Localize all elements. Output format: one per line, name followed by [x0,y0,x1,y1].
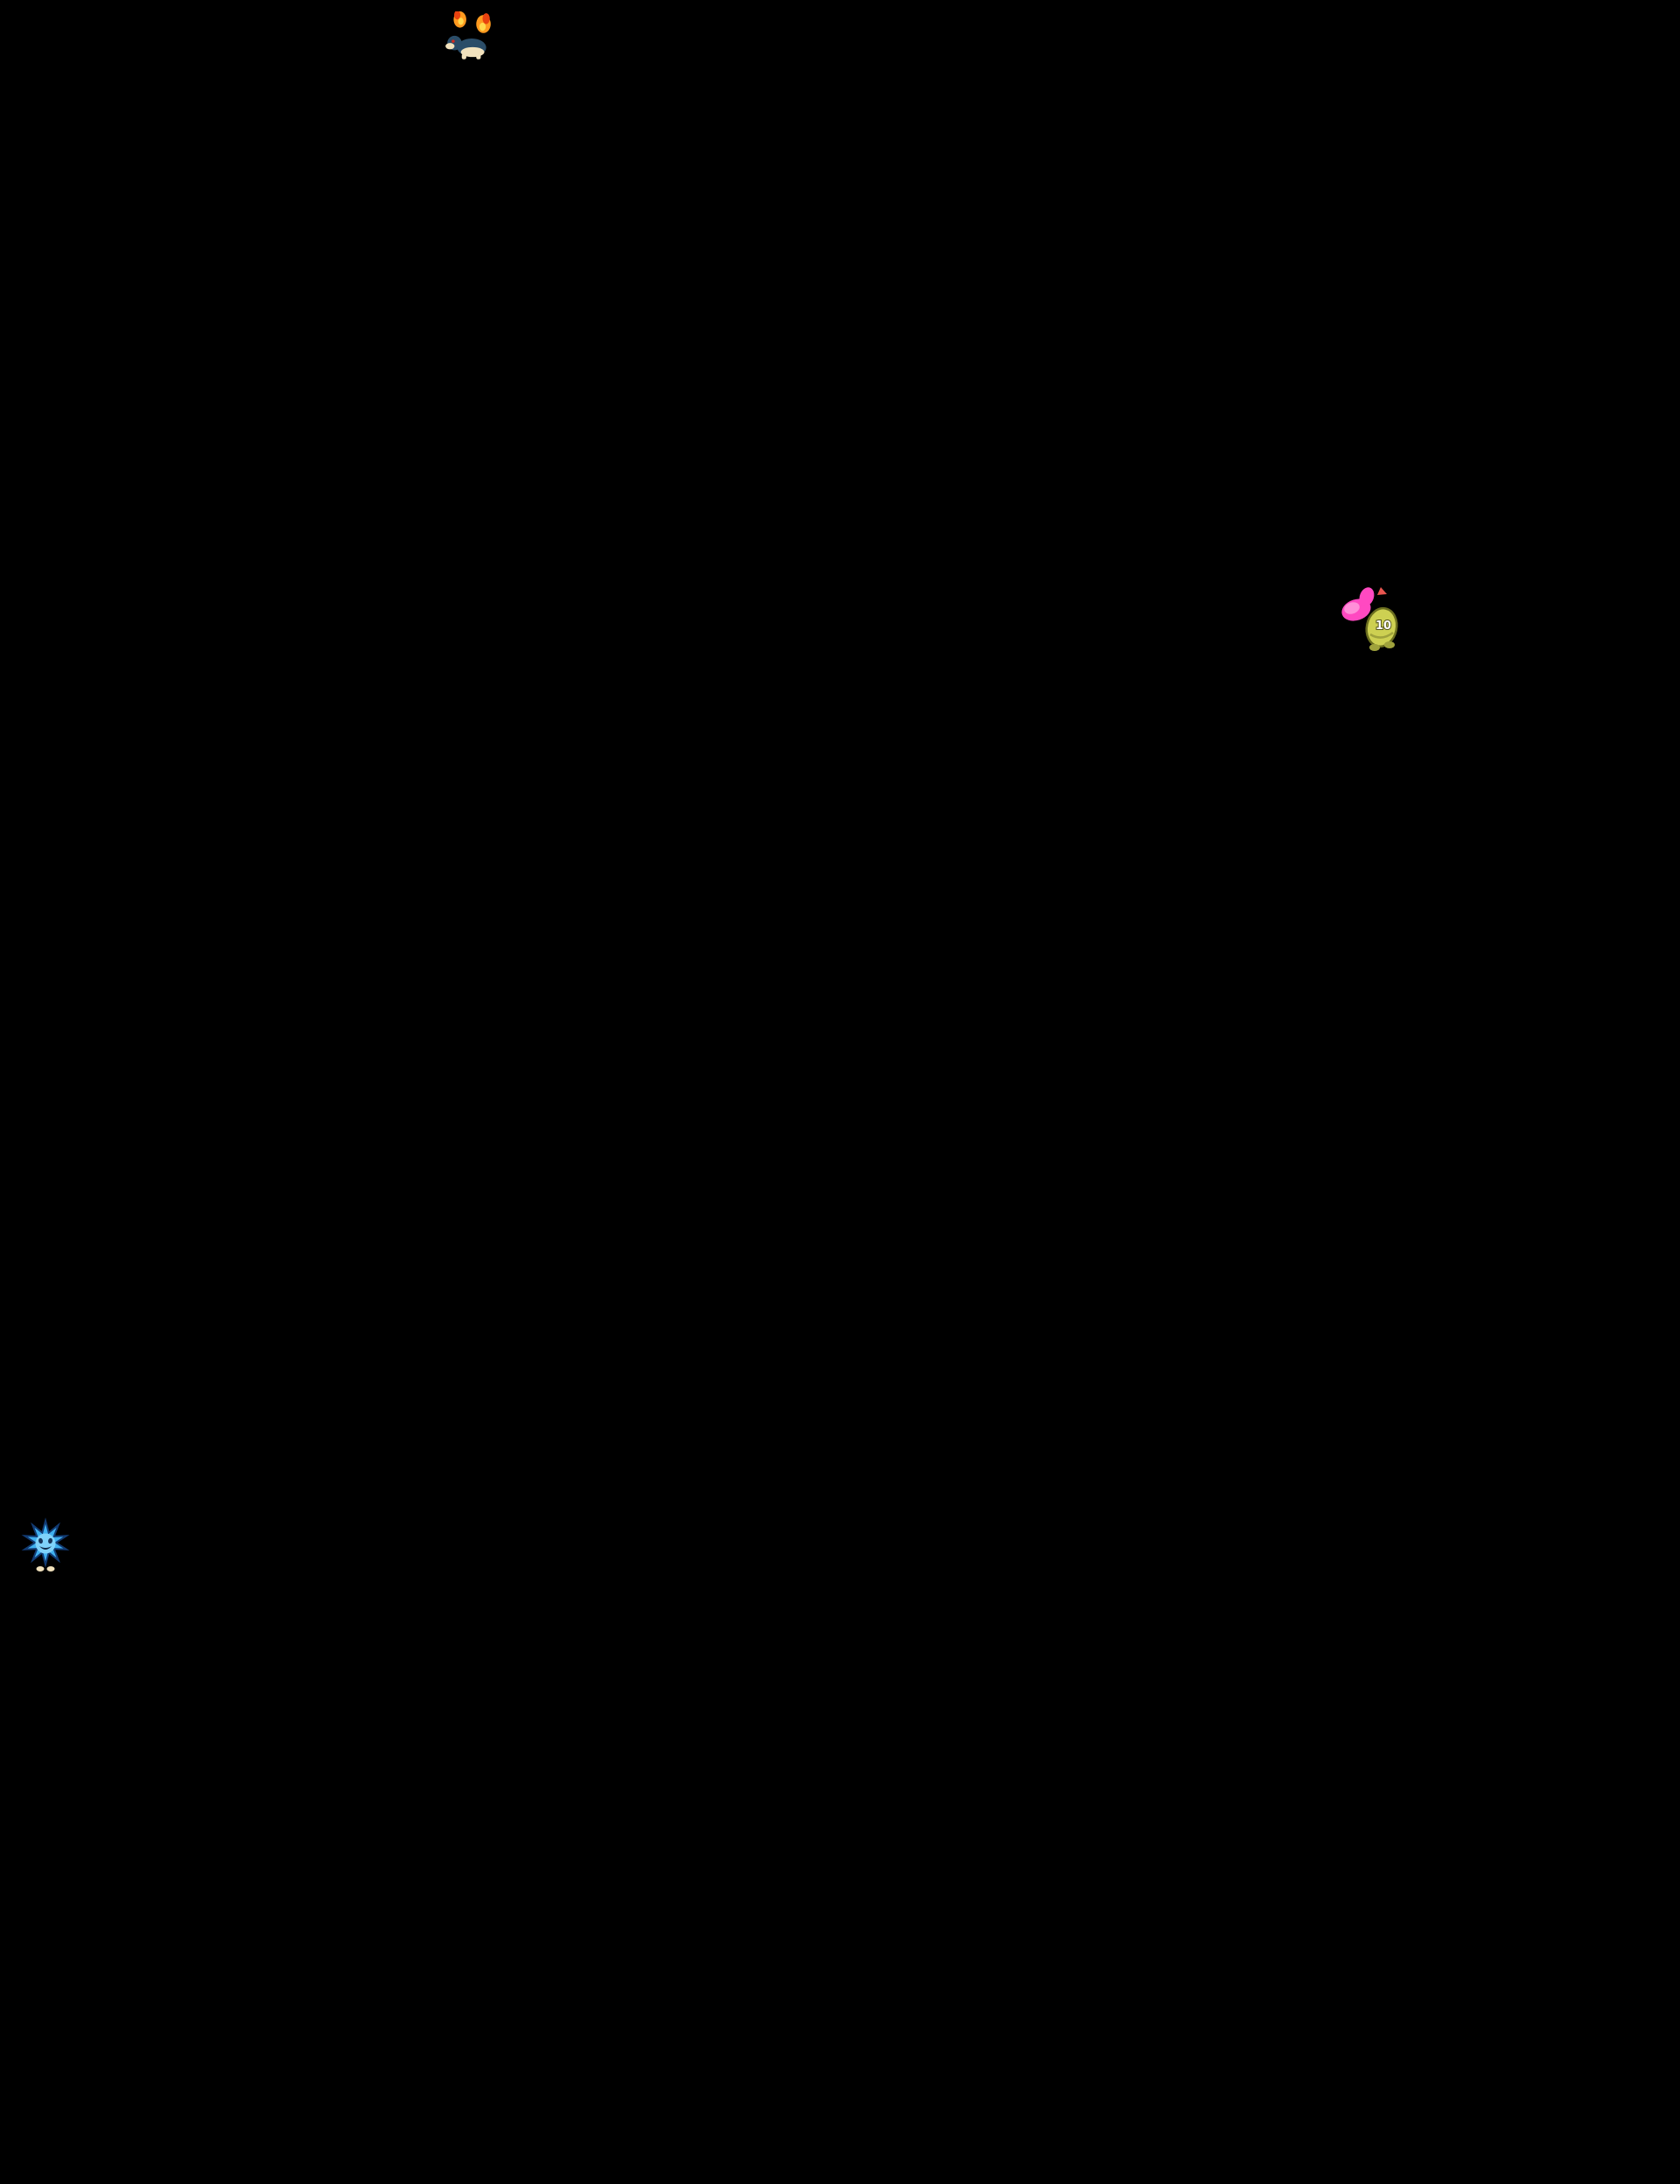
head-crest-icon [1377,587,1387,595]
sprite-number-label: 10 [1376,620,1391,633]
fire-creature-icon [445,11,491,60]
creature-eye [452,39,455,43]
creature-eye-right [48,1537,52,1544]
sprite-pink-flame-creature[interactable]: 10 [1339,584,1407,655]
sprite-blue-spark-creature[interactable] [21,1517,70,1573]
creature-face [35,1533,56,1554]
creature-eye-left [38,1537,43,1544]
blue-spark-creature-icon [21,1517,70,1572]
sprite-fire-creature[interactable] [442,11,496,66]
creature-mouth [39,1546,52,1550]
pink-flame-creature-icon: 10 [1341,587,1398,651]
